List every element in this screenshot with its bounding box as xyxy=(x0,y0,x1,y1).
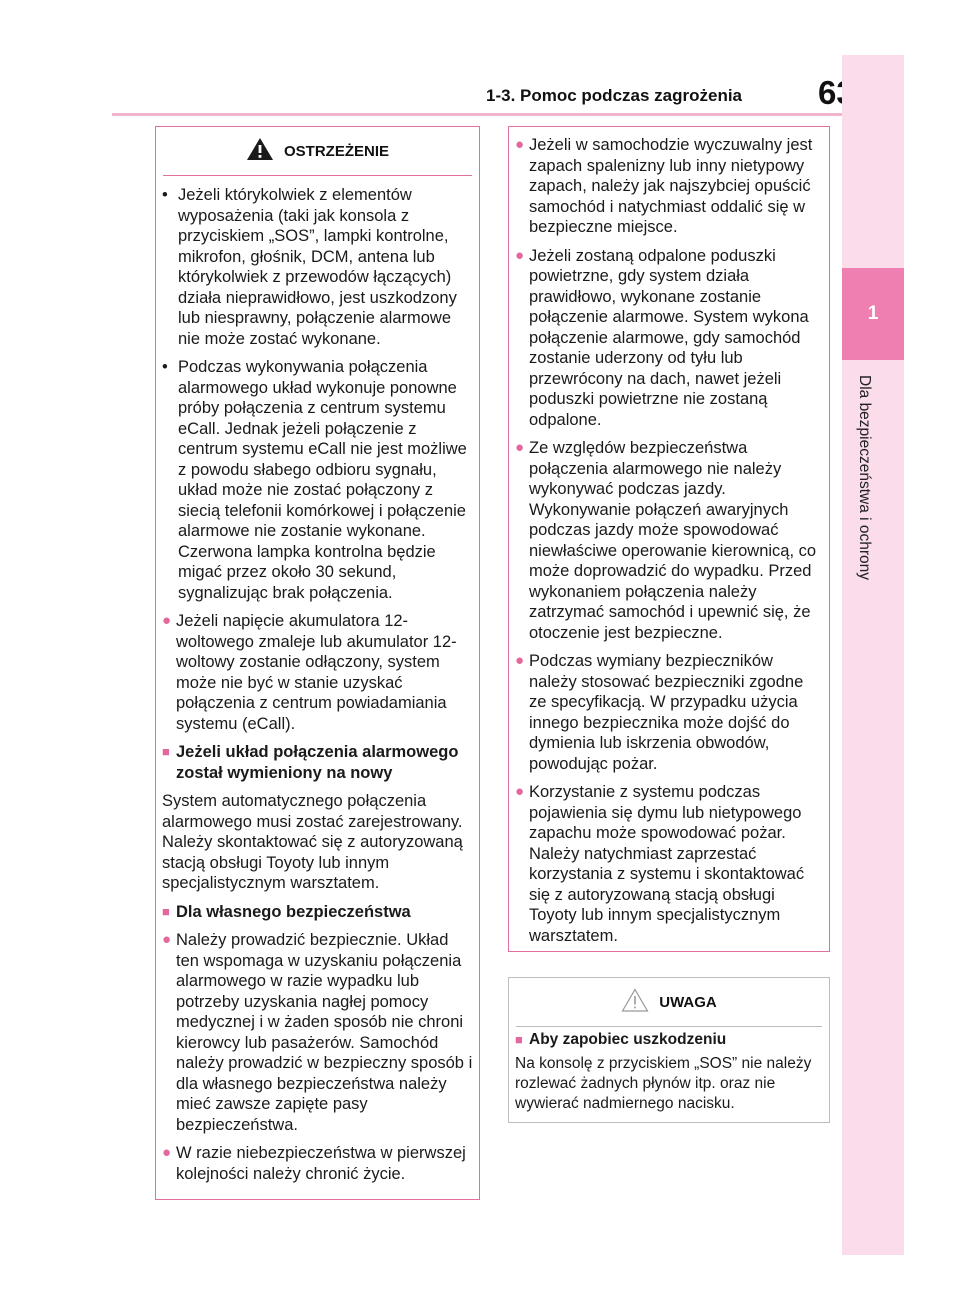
circle-bullet-icon: ● xyxy=(515,439,525,456)
circle-bullet-icon: ● xyxy=(515,246,525,264)
warning-title: OSTRZEŻENIE xyxy=(283,142,389,160)
paragraph: Na konsolę z przyciskiem „SOS” nie należ… xyxy=(515,1055,812,1112)
header-rule xyxy=(112,113,842,116)
notice-header: UWAGA xyxy=(516,978,822,1027)
subheading: ■ Jeżeli układ połączenia alarmowego zos… xyxy=(162,743,459,782)
side-tab-background xyxy=(842,55,904,1255)
chapter-label: Dla bezpieczeństwa i ochrony xyxy=(856,375,873,581)
circle-bullet-icon: ● xyxy=(515,136,525,153)
list-item: • Podczas wykonywania połączenia alarmow… xyxy=(162,358,467,602)
list-item: ● W razie niebezpieczeństwa w pierwszej … xyxy=(162,1144,466,1183)
circle-bullet-icon: ● xyxy=(162,931,172,948)
list-item: ● Jeżeli zostaną odpalone poduszki powie… xyxy=(515,246,809,429)
bullet-dot-icon: • xyxy=(162,358,168,376)
list-item: • Jeżeli którykolwiek z elementów wyposa… xyxy=(162,186,457,348)
header-title: 1-3. Pomoc podczas zagrożenia xyxy=(486,86,743,105)
paragraph: System automatycznego połączenia alarmow… xyxy=(162,792,463,892)
warning-box-continued: ● Jeżeli w samochodzie wyczuwalny jest z… xyxy=(508,126,830,952)
subheading: ■ Dla własnego bezpieczeństwa xyxy=(162,902,411,921)
warning-triangle-icon xyxy=(246,137,274,166)
list-item: ● Korzystanie z systemu podczas pojawien… xyxy=(515,783,805,945)
notice-content: ■ Aby zapobiec uszkodzeniu Na konsolę z … xyxy=(515,1030,821,1114)
subheading: ■ Aby zapobiec uszkodzeniu xyxy=(515,1031,727,1048)
warning-continued-content: ● Jeżeli w samochodzie wyczuwalny jest z… xyxy=(515,135,823,954)
caution-triangle-outline-icon xyxy=(621,987,649,1017)
list-item: ● Ze względów bezpieczeństwa połączenia … xyxy=(515,439,817,642)
circle-bullet-icon: ● xyxy=(515,652,525,669)
circle-bullet-icon: ● xyxy=(162,1144,172,1161)
circle-bullet-icon: ● xyxy=(515,783,525,800)
warning-content: • Jeżeli którykolwiek z elementów wyposa… xyxy=(162,185,473,1192)
warning-header: OSTRZEŻENIE xyxy=(163,127,472,176)
bullet-dot-icon: • xyxy=(162,186,168,204)
square-bullet-icon: ■ xyxy=(162,744,170,759)
circle-bullet-icon: ● xyxy=(162,612,172,629)
list-item: ● Jeżeli w samochodzie wyczuwalny jest z… xyxy=(515,136,813,236)
notice-title: UWAGA xyxy=(659,993,717,1011)
square-bullet-icon: ■ xyxy=(515,1032,523,1047)
warning-box: OSTRZEŻENIE • Jeżeli którykolwiek z elem… xyxy=(155,126,480,1200)
chapter-number: 1 xyxy=(842,268,904,360)
list-item: ● Jeżeli napięcie akumulatora 12-woltowe… xyxy=(162,612,457,733)
list-item: ● Podczas wymiany bezpieczników należy s… xyxy=(515,652,804,773)
notice-box: UWAGA ■ Aby zapobiec uszkodzeniu Na kons… xyxy=(508,977,830,1123)
square-bullet-icon: ■ xyxy=(162,903,170,919)
list-item: ● Należy prowadzić bezpiecznie. Układ te… xyxy=(162,931,473,1134)
